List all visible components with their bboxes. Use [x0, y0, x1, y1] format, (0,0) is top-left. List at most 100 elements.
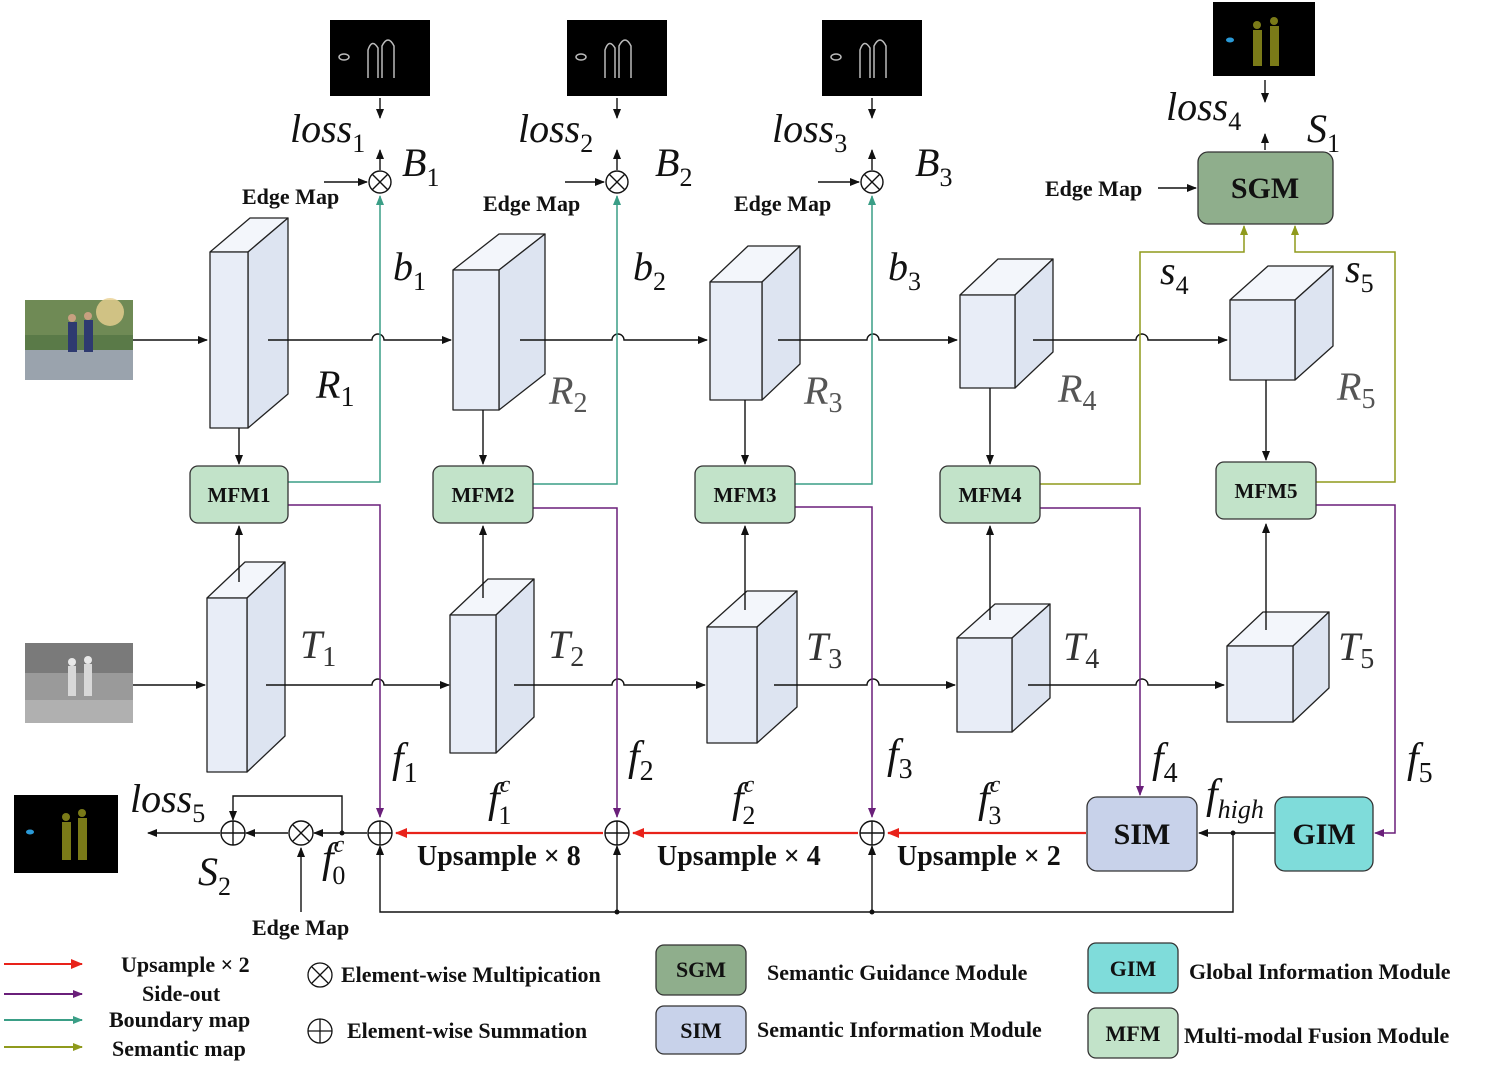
loss4-label: loss4	[1166, 84, 1241, 136]
thermal-stream-arrow	[774, 678, 956, 689]
mfm5-box	[1215, 461, 1317, 520]
f2-label: f2	[628, 734, 654, 787]
legend-sgm-abbr: SGM	[676, 957, 726, 982]
mfm3-box	[694, 465, 796, 524]
legend-sim-full: Semantic Information Module	[757, 1017, 1042, 1042]
semantic-arrow	[1291, 225, 1396, 483]
sum-operator-1	[367, 820, 393, 846]
r3-label: R3	[803, 368, 842, 419]
legend-boundary-label: Boundary map	[109, 1007, 250, 1032]
t5-block	[1226, 611, 1330, 723]
legend-sum-label: Element-wise Summation	[347, 1018, 587, 1043]
thermal-input-image	[25, 643, 133, 723]
encoder-blocks	[206, 217, 1334, 773]
r5-label: R5	[1336, 364, 1375, 415]
legend: Upsample × 2 Side-out Boundary map Seman…	[4, 942, 1451, 1061]
legend-gim-box	[1087, 942, 1179, 994]
loss2-label: loss2	[518, 106, 593, 158]
r1-label: R1	[315, 362, 354, 413]
residual-arrow	[229, 795, 343, 833]
t1-label: T1	[300, 622, 336, 673]
legend-sum-icon	[307, 1018, 333, 1044]
sim-label: SIM	[1114, 818, 1171, 851]
legend-sgm-box	[655, 944, 747, 996]
mfm2-box	[432, 465, 534, 524]
sim-box	[1086, 796, 1198, 872]
b1-upper-label: B1	[402, 140, 439, 192]
t4-label: T4	[1063, 624, 1099, 675]
s5-label: s5	[1345, 246, 1374, 298]
boundary-arrow	[795, 195, 876, 485]
legend-mfm-full: Multi-modal Fusion Module	[1184, 1023, 1449, 1048]
thermal-stream-arrow	[1028, 678, 1225, 689]
loss3-label: loss3	[772, 106, 847, 158]
output-prediction-image	[14, 795, 118, 873]
b3-label: b3	[888, 244, 921, 296]
t3-label: T3	[806, 624, 842, 675]
boundary-gt-image-3	[822, 20, 922, 96]
rgb-stream-arrow	[268, 333, 452, 344]
t5-label: T5	[1338, 624, 1374, 675]
t2-label: T2	[548, 622, 584, 673]
junction-dot	[1230, 830, 1236, 836]
mfm1-label: MFM1	[208, 483, 271, 507]
r3-block	[709, 245, 801, 401]
b2-label: b2	[633, 244, 666, 296]
sgm-label: SGM	[1231, 172, 1299, 205]
s1-upper-label: S1	[1307, 106, 1340, 158]
side-out-arrow	[1316, 504, 1396, 837]
junction-dot	[869, 909, 875, 915]
boundary-gt-image-1	[330, 20, 430, 96]
multiply-operator-2	[605, 170, 629, 194]
legend-mfm-box	[1087, 1007, 1179, 1059]
sgm-box	[1197, 151, 1334, 225]
sum-operator-3	[859, 820, 885, 846]
legend-sim-box	[655, 1005, 747, 1055]
b1-label: b1	[393, 244, 426, 296]
global-feedback-line	[376, 833, 1234, 913]
legend-side-out-label: Side-out	[142, 981, 221, 1006]
gim-box	[1274, 796, 1374, 872]
semantic-arrow	[1040, 225, 1248, 485]
junction-dot	[339, 830, 345, 836]
thermal-stream-arrow	[514, 678, 706, 689]
side-out-arrow	[533, 507, 621, 818]
multiply-operator-3	[860, 170, 884, 194]
r4-block	[959, 258, 1054, 389]
upsample-x8-label: Upsample × 8	[417, 841, 581, 872]
sum-operator-final	[220, 820, 246, 846]
gim-label: GIM	[1292, 818, 1355, 851]
mfm2-label: MFM2	[452, 483, 515, 507]
edge-map-label-4: Edge Map	[1045, 176, 1142, 201]
t3-block	[706, 590, 798, 744]
mfm1-box	[189, 465, 289, 524]
side-out-arrow	[795, 506, 876, 818]
legend-gim-abbr: GIM	[1110, 956, 1157, 981]
b2-upper-label: B2	[655, 140, 692, 192]
s2-upper-label: S2	[198, 849, 231, 901]
f1-label: f1	[392, 736, 418, 789]
r2-label: R2	[548, 368, 587, 419]
edge-map-label-5: Edge Map	[252, 915, 349, 940]
t4-block	[956, 603, 1051, 733]
multiply-operator-final	[288, 820, 314, 846]
legend-mfm-abbr: MFM	[1106, 1021, 1161, 1046]
rgb-stream-arrow	[1033, 333, 1228, 344]
boundary-gt-image-2	[567, 20, 667, 96]
boundary-arrow	[288, 195, 384, 483]
loss5-label: loss5	[130, 776, 205, 828]
t2-block	[449, 578, 535, 754]
thermal-stream-arrow	[266, 678, 450, 689]
sum-operator-2	[604, 820, 630, 846]
loss1-label: loss1	[290, 106, 365, 158]
edge-map-label-1: Edge Map	[242, 184, 339, 209]
semantic-gt-image	[1213, 2, 1315, 76]
mfm3-label: MFM3	[714, 483, 777, 507]
side-out-arrow	[1040, 507, 1144, 796]
r4-label: R4	[1057, 366, 1096, 417]
rgb-stream-arrow	[778, 333, 958, 344]
